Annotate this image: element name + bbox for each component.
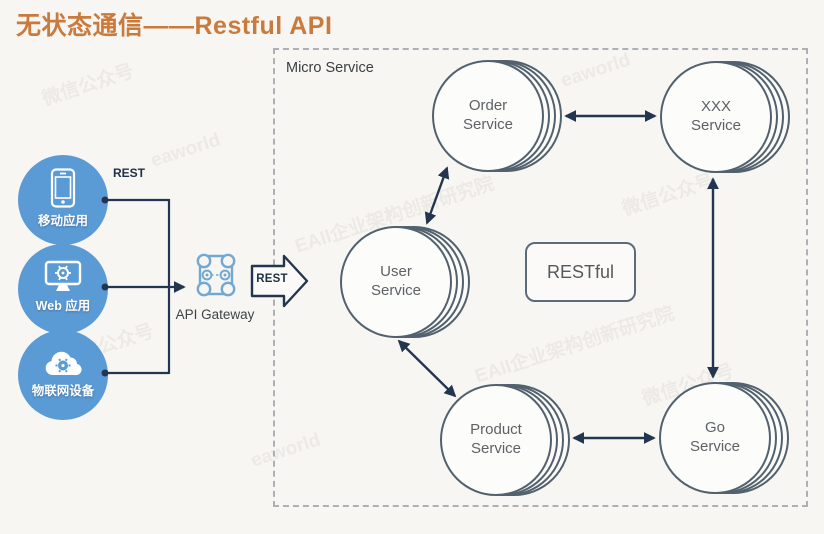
client-node-web: Web 应用 (18, 244, 108, 334)
cloud-gear-icon (42, 348, 84, 378)
client-node-mobile: 移动应用 (18, 155, 108, 245)
micro-service-box-label: Micro Service (286, 60, 374, 76)
smartphone-icon (50, 167, 76, 208)
service-node-xxx: XXX Service (660, 61, 790, 173)
client-label: 物联网设备 (31, 383, 95, 398)
monitor-gear-icon (44, 260, 82, 293)
stacked-circle (659, 382, 771, 494)
service-label: XXX Service (690, 98, 742, 134)
client-label: 移动应用 (37, 213, 88, 228)
stacked-circle (660, 61, 772, 173)
client-label: Web 应用 (35, 299, 91, 313)
rest-line-label: REST (112, 166, 145, 180)
service-label: User Service (370, 263, 422, 299)
service-label: Product Service (470, 421, 522, 457)
rest-arrow-label: REST (256, 273, 288, 285)
api-gateway-icon (192, 250, 240, 300)
service-label: Order Service (462, 97, 514, 133)
watermark-text: eaworld (148, 129, 224, 172)
stacked-circle (440, 384, 552, 496)
client-node-iot: 物联网设备 (18, 330, 108, 420)
stacked-circle (340, 226, 452, 338)
restful-badge: RESTful (525, 242, 636, 302)
watermark-text: 微信公众号 (39, 60, 137, 111)
service-node-go: Go Service (659, 382, 789, 494)
service-node-order: Order Service (432, 60, 562, 172)
stacked-circle (432, 60, 544, 172)
service-node-product: Product Service (440, 384, 570, 496)
service-label: Go Service (689, 419, 741, 455)
page-title: 无状态通信——Restful API (16, 12, 333, 40)
api-gateway-label: API Gateway (175, 307, 255, 322)
service-node-user: User Service (340, 226, 470, 338)
